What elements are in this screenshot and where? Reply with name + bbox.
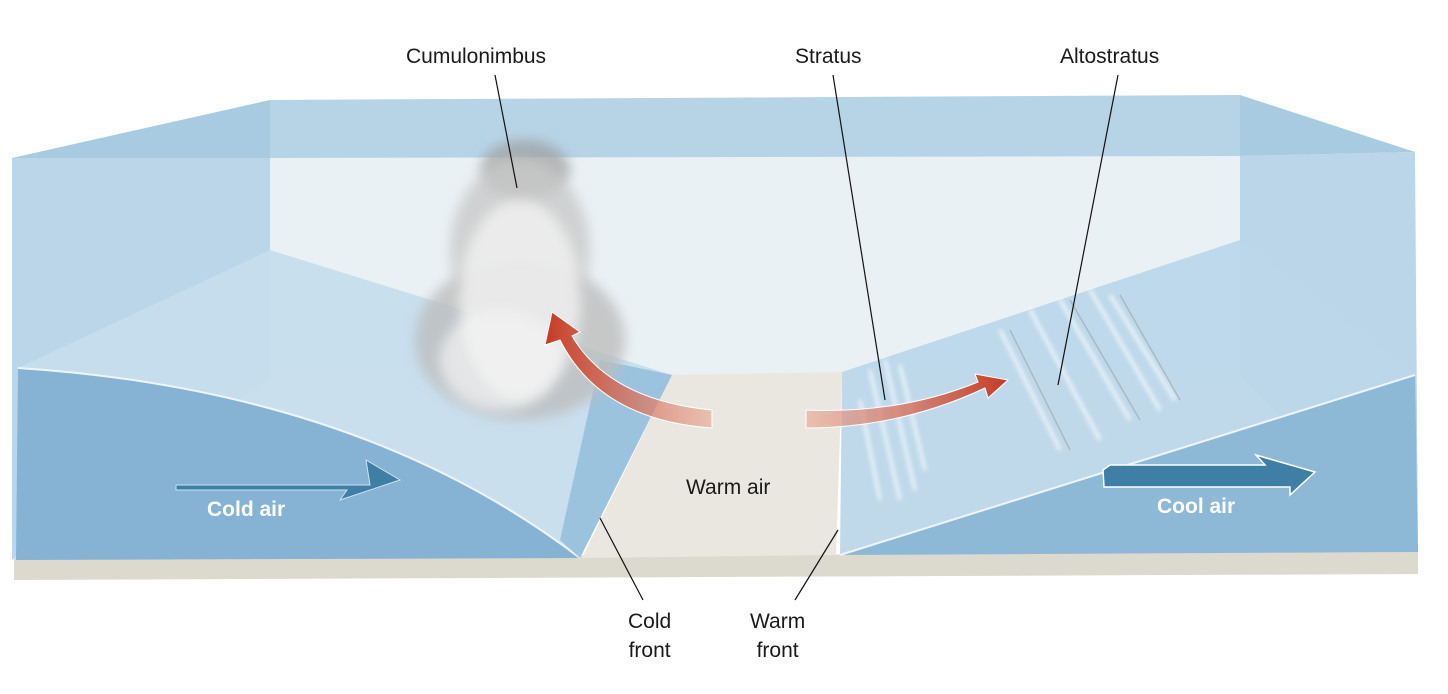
label-cold-air: Cold air — [207, 498, 286, 521]
label-cold-front-line1: Cold — [628, 610, 672, 633]
label-cool-air: Cool air — [1157, 495, 1236, 518]
cool-air-arrow — [1102, 453, 1317, 497]
label-altostratus: Altostratus — [1060, 45, 1160, 68]
top-back-band — [270, 95, 1240, 158]
label-warm-front-line1: Warm — [750, 610, 806, 633]
warm-air-rising-arrow — [544, 311, 713, 429]
cold-air-front-face — [16, 368, 580, 560]
altostratus-shadows — [1009, 294, 1181, 451]
label-cold-front-line2: front — [628, 639, 671, 662]
label-cumulonimbus: Cumulonimbus — [406, 45, 547, 68]
label-warm-front: Warm front — [750, 607, 805, 665]
top-left-face — [12, 100, 270, 158]
warm-air-ground — [582, 372, 842, 558]
cold-air-curve-highlight — [17, 367, 581, 559]
top-right-face — [1240, 95, 1415, 156]
altostratus-clouds — [998, 289, 1177, 451]
leader-cold-front — [599, 517, 644, 601]
leader-cumulonimbus — [494, 74, 518, 189]
label-stratus: Stratus — [795, 45, 862, 68]
leader-stratus — [832, 74, 886, 401]
label-warm-air: Warm air — [686, 476, 771, 499]
cold-air-arrow — [175, 459, 402, 501]
cumulonimbus-cloud — [415, 140, 625, 420]
label-cold-front: Cold front — [628, 607, 671, 665]
leader-warm-front — [794, 529, 839, 601]
label-warm-front-line2: front — [756, 639, 799, 662]
leader-altostratus — [1057, 74, 1119, 386]
ground-base — [14, 552, 1418, 580]
warm-air-sliding-arrow — [805, 373, 1010, 429]
